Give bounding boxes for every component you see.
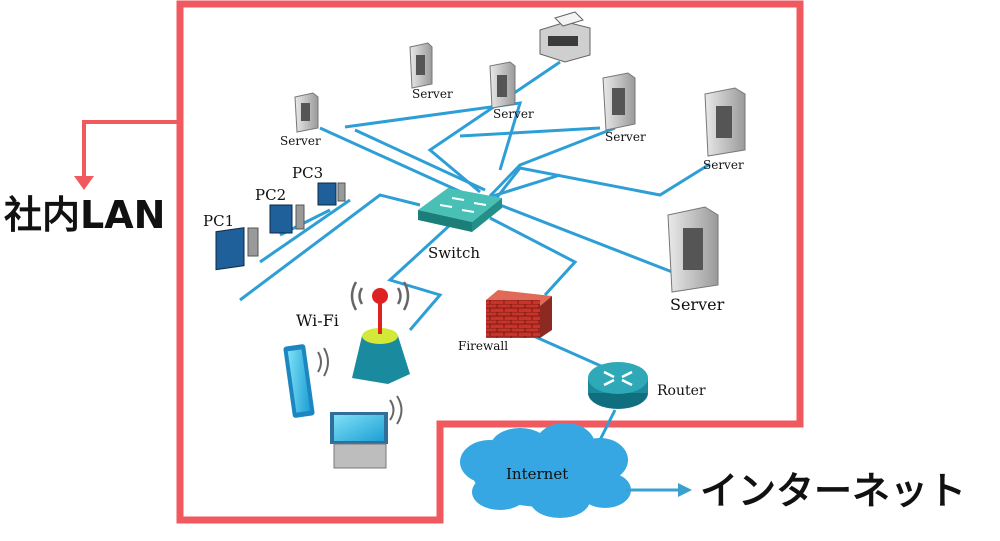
server-label-6: Server [670, 295, 725, 314]
pc-icon [317, 182, 346, 206]
server-label-3: Server [280, 134, 321, 148]
server-icon [667, 206, 719, 293]
pc3-label: PC3 [292, 164, 323, 182]
server-icon [409, 42, 433, 89]
printer-icon [539, 11, 591, 63]
pc1-label: PC1 [203, 212, 234, 230]
switch-device [418, 188, 502, 232]
switch-label: Switch [428, 244, 480, 262]
laptop-icon [330, 395, 403, 469]
pc-icon [269, 204, 305, 234]
pc-icon [215, 227, 259, 271]
server-label-1: Server [412, 87, 453, 101]
internet-jp-label: インターネット [700, 469, 966, 513]
router-icon [588, 362, 648, 409]
wifi-label: Wi-Fi [296, 311, 339, 330]
server-icon [489, 61, 516, 109]
internet-label: Internet [506, 465, 568, 483]
lan-pointer-arrow [74, 120, 180, 190]
tablet-icon [283, 344, 329, 418]
internet-cloud [460, 423, 631, 518]
wifi-access-point [350, 281, 410, 384]
lan-label: 社内LAN [4, 193, 165, 237]
lan-boundary [176, 0, 804, 524]
internet-pointer-arrow [626, 483, 692, 497]
server-label-2: Server [493, 107, 534, 121]
server-icon [294, 92, 319, 133]
firewall-icon [486, 290, 552, 338]
firewall-label: Firewall [458, 339, 508, 353]
server-icon [602, 72, 636, 131]
pc2-label: PC2 [255, 186, 286, 204]
server-label-4: Server [605, 130, 646, 144]
server-icon [704, 87, 746, 157]
router-label: Router [657, 383, 706, 399]
server-label-5: Server [703, 158, 744, 172]
